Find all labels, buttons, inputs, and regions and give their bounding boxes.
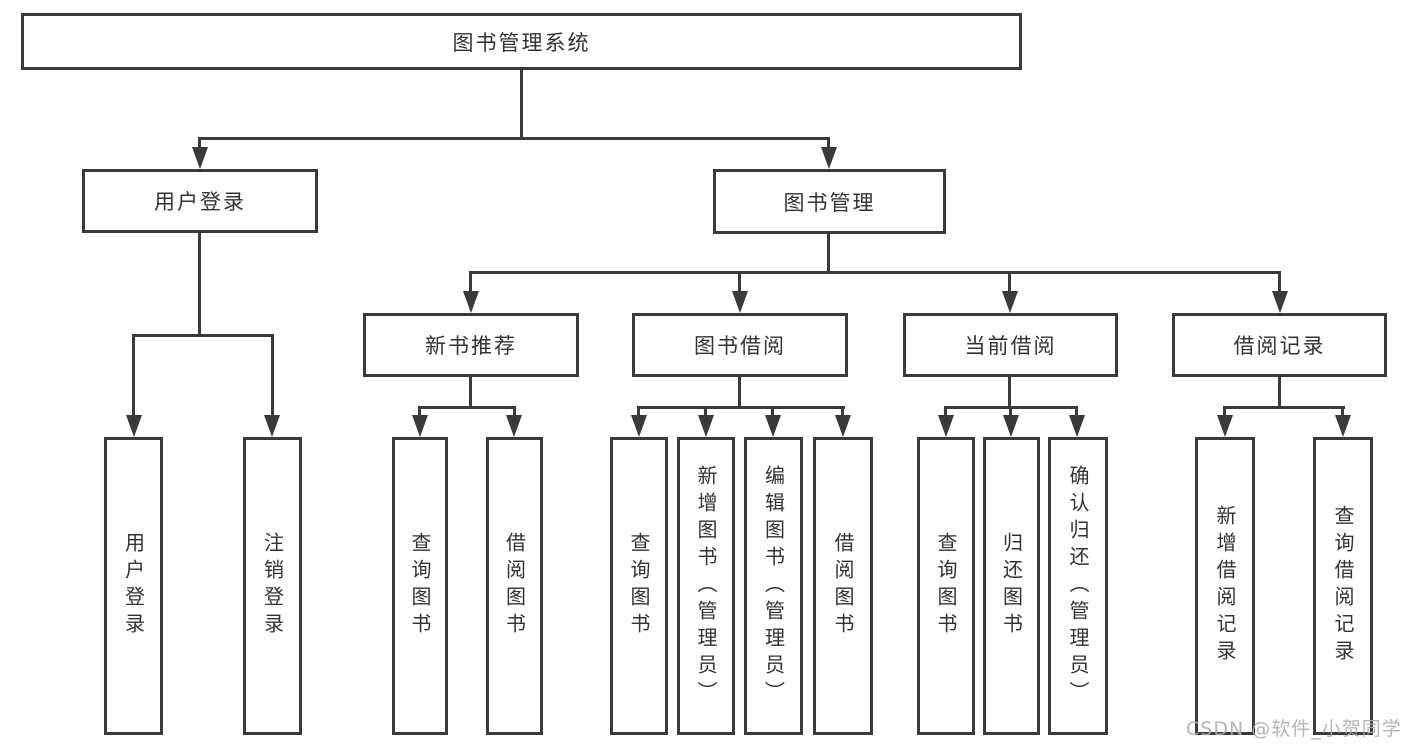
arrow-down-icon [1003, 415, 1019, 437]
connector-line [513, 406, 516, 418]
connector-line [520, 70, 523, 139]
connector-line [132, 334, 135, 418]
connector-line [418, 406, 516, 409]
arrow-down-icon [698, 415, 714, 437]
arrow-down-icon [463, 291, 479, 313]
connector-line [944, 406, 947, 418]
connector-line [132, 334, 274, 337]
arrow-down-icon [126, 415, 142, 437]
arrow-down-icon [1217, 415, 1233, 437]
arrow-down-icon [1002, 291, 1018, 313]
connector-line [1009, 406, 1012, 418]
connector-line [738, 377, 741, 408]
arrow-down-icon [506, 415, 522, 437]
node-current-borrowing: 当前借阅 [903, 313, 1118, 377]
arrow-down-icon [765, 415, 781, 437]
arrow-down-icon [412, 415, 428, 437]
connector-line [1008, 271, 1011, 294]
arrow-down-icon [264, 415, 280, 437]
node-user-login: 用户登录 [82, 169, 318, 233]
connector-line [198, 233, 201, 336]
connector-line [738, 271, 741, 294]
csdn-watermark: CSDN @软件_小贺同学 [1186, 718, 1402, 740]
connector-line [637, 406, 640, 418]
leaf-return-book: 归还图书 [983, 437, 1040, 735]
node-book-management: 图书管理 [713, 169, 946, 234]
connector-line [827, 234, 830, 273]
connector-line [771, 406, 774, 418]
leaf-add-borrow-record: 新增借阅记录 [1195, 437, 1255, 735]
connector-line [827, 137, 830, 150]
connector-line [1223, 406, 1226, 418]
connector-line [271, 334, 274, 418]
leaf-user-login: 用户登录 [104, 437, 163, 735]
node-new-book-recommendation: 新书推荐 [363, 313, 579, 377]
arrow-down-icon [1069, 415, 1085, 437]
leaf-query-books-recommend: 查询图书 [392, 437, 448, 735]
arrow-down-icon [1272, 291, 1288, 313]
connector-line [469, 271, 472, 294]
connector-line [198, 137, 201, 150]
leaf-logout: 注销登录 [243, 437, 302, 735]
connector-line [1341, 406, 1344, 418]
node-book-borrowing: 图书借阅 [632, 313, 848, 377]
leaf-query-books-current: 查询图书 [917, 437, 975, 735]
connector-line [1278, 271, 1281, 294]
connector-line [637, 406, 845, 409]
leaf-confirm-return-admin: 确认归还（管理员） [1048, 437, 1108, 735]
connector-line [469, 376, 472, 408]
leaf-borrow-books-recommend: 借阅图书 [486, 437, 543, 735]
leaf-borrow-books: 借阅图书 [813, 437, 873, 735]
leaf-query-borrow-record: 查询借阅记录 [1313, 437, 1373, 735]
arrow-down-icon [938, 415, 954, 437]
connector-line [1008, 377, 1011, 408]
connector-line [704, 406, 707, 418]
leaf-edit-book-admin: 编辑图书（管理员） [744, 437, 803, 735]
connector-line [469, 271, 1281, 274]
arrow-down-icon [835, 415, 851, 437]
arrow-down-icon [821, 147, 837, 169]
connector-line [418, 406, 421, 418]
arrow-down-icon [631, 415, 647, 437]
node-library-management-system: 图书管理系统 [21, 13, 1022, 70]
connector-line [841, 406, 844, 418]
node-borrowing-records: 借阅记录 [1172, 313, 1387, 377]
leaf-query-books-borrow: 查询图书 [610, 437, 668, 735]
arrow-down-icon [732, 291, 748, 313]
arrow-down-icon [1335, 415, 1351, 437]
arrow-down-icon [192, 147, 208, 169]
connector-line [1278, 376, 1281, 408]
connector-line [198, 137, 830, 140]
leaf-add-book-admin: 新增图书（管理员） [677, 437, 735, 735]
connector-line [1223, 406, 1345, 409]
connector-line [1075, 406, 1078, 418]
